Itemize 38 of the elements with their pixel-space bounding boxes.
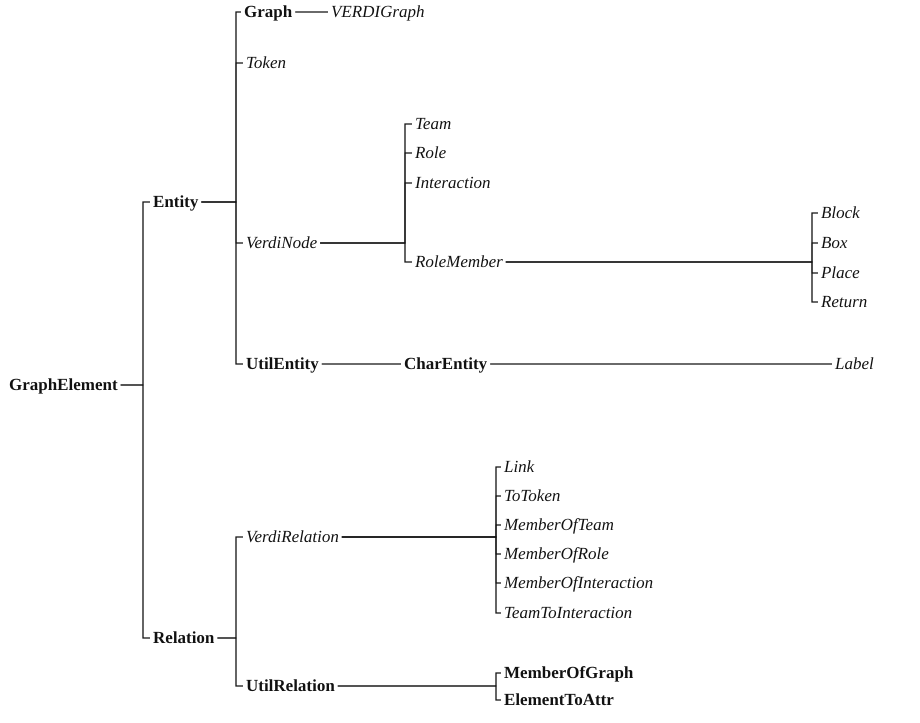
class-name: Token (243, 53, 289, 73)
class-name: GraphElement (6, 375, 121, 395)
class-name: UtilEntity (243, 354, 322, 374)
class-name: Entity (150, 192, 202, 212)
class-name: Link (501, 457, 538, 477)
class-name: Block (818, 203, 863, 223)
class-name: Graph (241, 2, 296, 22)
class-name: Label (832, 354, 877, 374)
tree-connector (338, 685, 501, 701)
class-name: VERDIGraph (328, 2, 428, 22)
class-name: MemberOfInteraction (501, 573, 656, 593)
tree-connector (320, 242, 412, 263)
class-name: Interaction (412, 173, 494, 193)
class-name: Role (412, 143, 450, 163)
class-name: ElementToAttr (501, 690, 617, 710)
class-name: Relation (150, 628, 218, 648)
tree-connector (506, 261, 818, 303)
class-name: VerdiNode (243, 233, 320, 253)
tree-connector (295, 11, 328, 13)
tree-connector (490, 363, 832, 365)
class-name: Place (818, 263, 863, 283)
class-name: TeamToInteraction (501, 603, 636, 623)
tree-connector (342, 536, 501, 614)
class-name: Box (818, 233, 850, 253)
tree-connector (217, 637, 243, 687)
class-name: VerdiRelation (243, 527, 342, 547)
tree-connector (120, 384, 150, 639)
class-name: RoleMember (412, 252, 506, 272)
class-name: MemberOfGraph (501, 663, 636, 683)
class-name: CharEntity (401, 354, 490, 374)
class-name: ToToken (501, 486, 564, 506)
class-name: UtilRelation (243, 676, 338, 696)
tree-connector (322, 363, 401, 365)
class-name: MemberOfTeam (501, 515, 617, 535)
class-name: Return (818, 292, 870, 312)
tree-connector (201, 201, 243, 365)
class-name: MemberOfRole (501, 544, 612, 564)
class-name: Team (412, 114, 454, 134)
